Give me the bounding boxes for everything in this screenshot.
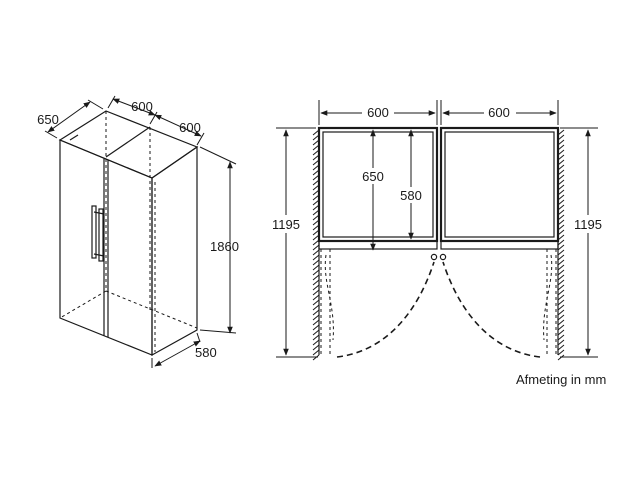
dim-depth-650: 650 [37, 112, 59, 127]
dim-swing-right-1195: 1195 [574, 217, 602, 232]
dim-width2-600: 600 [179, 120, 201, 135]
unit-note: Afmeting in mm [516, 372, 607, 387]
door-open-right [543, 249, 557, 355]
cabinet-right [439, 126, 560, 243]
dim-swing-left-1195: 1195 [272, 217, 300, 232]
dim-line-base-depth [154, 340, 201, 367]
dim-plan-depth-650: 650 [362, 169, 384, 184]
cabinet-right-inner [444, 131, 555, 238]
fridge-side-face [151, 145, 198, 357]
swing-arc-right [442, 261, 541, 358]
dim-plan-inner-580: 580 [400, 188, 422, 203]
dim-line-width-top-right [154, 114, 202, 137]
door-left-closed [318, 240, 438, 250]
top-seam [105, 126, 151, 158]
door-handles [91, 205, 105, 262]
dim-line-depth [47, 101, 91, 133]
top-detail [69, 134, 79, 141]
perspective-view: 650 600 600 1860 580 [37, 95, 239, 368]
dim-line-width-top [112, 98, 156, 116]
dim-plan-width-left-600: 600 [367, 105, 389, 120]
cabinet-left [317, 126, 439, 243]
fridge-top-face [58, 110, 199, 179]
hinge-left [430, 253, 438, 261]
hinge-right [439, 253, 447, 261]
door-right-closed [440, 240, 559, 250]
hidden-bottom-edge [105, 290, 198, 329]
plan-view: 600 600 650 580 1195 1195 [268, 100, 606, 361]
door-open-left [320, 249, 334, 355]
dim-width-600: 600 [131, 99, 153, 114]
dim-plan-width-right-600: 600 [488, 105, 510, 120]
dim-base-580: 580 [195, 345, 217, 360]
hidden-bottom-edge-left [59, 290, 107, 319]
dim-height-1860: 1860 [210, 239, 239, 254]
cabinet-left-inner [322, 131, 434, 238]
swing-arc-left [336, 261, 435, 358]
